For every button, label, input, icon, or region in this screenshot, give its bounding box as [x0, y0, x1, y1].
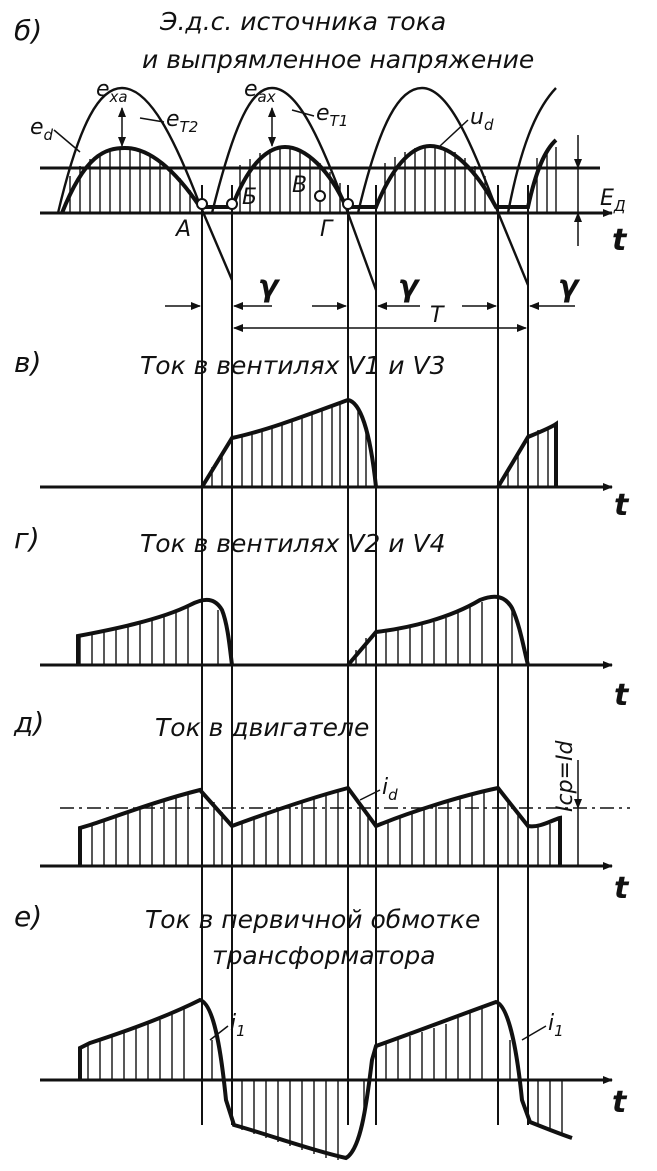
svg-text:eT1: eT1 [316, 101, 348, 130]
gamma-label-1: γ [258, 269, 281, 304]
panel-v-label: в) [14, 346, 41, 379]
svg-text:ud: ud [470, 105, 494, 134]
panel-d: д) Ток в двигателе t id [13, 706, 630, 906]
panel-e-title-line2: трансформатора [212, 941, 436, 970]
point-b-marker [226, 198, 238, 210]
panel-e: е) Ток в первичной обмотке трансформатор… [14, 900, 628, 1161]
svg-text:eT2: eT2 [166, 107, 198, 136]
svg-text:i1: i1 [230, 1011, 246, 1040]
t-axis-g-label: t [614, 678, 630, 713]
ud-curve [60, 138, 558, 214]
panel-b-title-line1: Э.д.с. источника тока [159, 7, 446, 36]
svg-text:EД: EД [600, 186, 626, 215]
panel-g-title: Ток в вентилях V2 и V4 [140, 529, 445, 558]
t-axis-v-label: t [614, 488, 630, 523]
panel-g: г) Ток в вентилях V2 и V4 t [14, 522, 630, 713]
v2v4-current-curve-2 [346, 594, 530, 667]
label-id: id [359, 775, 398, 804]
svg-text:Iср=Id: Iср=Id [553, 740, 578, 812]
t-axis-e-label: t [612, 1085, 628, 1120]
gamma-label-3: γ [558, 269, 581, 304]
panel-v-title: Ток в вентилях V1 и V3 [140, 351, 445, 380]
label-Ed: EД [574, 135, 626, 246]
vertical-guides [201, 185, 529, 1125]
ud-hatching [69, 146, 557, 213]
panel-d-label: д) [13, 706, 44, 739]
panel-b-title-line2: и выпрямленное напряжение [142, 45, 534, 74]
period-label: T [430, 303, 445, 328]
point-a-label: А [174, 217, 191, 242]
label-exa: exa [96, 77, 128, 147]
svg-text:exa: exa [96, 77, 128, 106]
point-v-marker [314, 190, 326, 202]
panel-b-label: б) [14, 14, 42, 47]
motor-current-curve [78, 785, 562, 866]
ed-curve-1 [56, 86, 234, 281]
t-axis-d-label: t [614, 871, 630, 906]
label-et2: eT2 [139, 107, 198, 136]
v2v4-current-curve-1 [76, 597, 234, 666]
point-b-label: Б [242, 185, 257, 210]
panel-e-title-line1: Ток в первичной обмотке [145, 905, 480, 934]
v1v3-current-curve-2 [496, 420, 558, 489]
ed-curve-3 [356, 86, 530, 286]
v1v3-current-curve [200, 397, 378, 489]
svg-text:eax: eax [244, 77, 276, 106]
label-et1: eT1 [291, 101, 348, 130]
panel-e-label: е) [14, 900, 42, 933]
primary-current-curve [78, 997, 573, 1161]
v-hatching [211, 402, 549, 487]
label-average-current: Iср=Id [553, 740, 582, 866]
panel-d-title: Ток в двигателе [155, 713, 369, 742]
label-i1-second: i1 [521, 1011, 564, 1041]
point-v-label: В [292, 173, 307, 198]
label-eax: eax [244, 77, 276, 147]
svg-text:id: id [382, 775, 398, 804]
t-axis-b-label: t [612, 223, 628, 258]
ed-curve-2 [210, 86, 378, 291]
panel-v: в) Ток в вентилях V1 и V3 t [14, 346, 630, 523]
svg-text:i1: i1 [548, 1011, 564, 1040]
d-hatching [79, 790, 551, 866]
label-ud: ud [439, 105, 494, 147]
point-g-label: Г [320, 217, 334, 242]
svg-text:ed: ed [30, 115, 54, 144]
gamma-label-2: γ [398, 269, 421, 304]
label-ed: ed [30, 115, 81, 153]
gamma-dimensions [165, 302, 575, 332]
panel-b: б) Э.д.с. источника тока и выпрямленное … [14, 7, 628, 332]
panel-g-label: г) [14, 522, 40, 555]
point-g-marker [342, 198, 354, 210]
e-hatching [87, 1006, 563, 1160]
g-hatching [79, 602, 513, 665]
point-a-marker [196, 198, 208, 210]
label-i1-first: i1 [209, 1011, 246, 1041]
ed-curve-4 [506, 87, 557, 214]
